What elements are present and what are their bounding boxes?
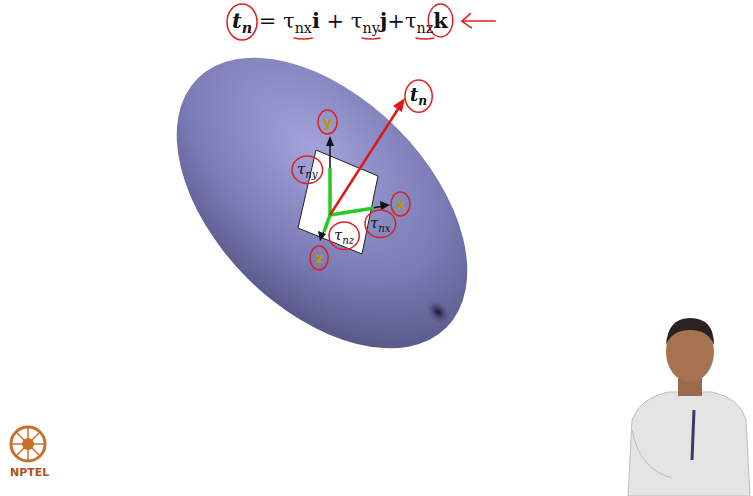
y-axis — [329, 142, 331, 215]
pen-circle — [391, 192, 410, 216]
subscript: n — [242, 20, 252, 36]
subscript: nx — [378, 223, 390, 234]
axis-label: y — [323, 114, 332, 131]
pen-underline — [416, 38, 435, 39]
pen-circle — [318, 110, 337, 134]
pen-underline — [294, 38, 313, 39]
tau-ny-vector — [328, 168, 332, 215]
component-label: τnz — [334, 226, 354, 244]
lecturer — [628, 300, 750, 496]
symbol: k — [433, 8, 448, 33]
symbol: NPTEL — [10, 466, 49, 479]
symbol: + τ — [320, 9, 363, 33]
symbol: τ — [370, 214, 378, 232]
pen-circle — [405, 80, 432, 112]
symbol: = τ — [252, 9, 295, 33]
symbol: j — [380, 8, 388, 33]
symbol: z — [315, 250, 323, 266]
traction-vector — [330, 106, 400, 215]
z-axis-head — [318, 231, 326, 241]
subscript: ny — [362, 20, 379, 36]
traction-vector-head — [393, 98, 405, 112]
subscript: n — [418, 94, 427, 108]
symbol: i — [312, 8, 320, 33]
nptel-logo — [11, 427, 45, 461]
subscript: nz — [342, 235, 354, 246]
y-axis-head — [326, 136, 334, 146]
pen-circle — [310, 246, 328, 270]
ellipsoid-tip — [421, 295, 455, 329]
axis-label: x — [396, 196, 405, 213]
symbol: t — [410, 84, 418, 105]
logo-text: NPTEL — [10, 466, 49, 479]
component-label: τny — [297, 160, 318, 178]
vector-label: tn — [410, 84, 427, 106]
tau-nz-vector — [324, 215, 330, 232]
axis-label: z — [315, 250, 323, 267]
symbol: +τ — [387, 9, 416, 33]
x-axis-head — [380, 201, 390, 210]
pen-arrow — [462, 13, 496, 28]
pen-circle — [365, 210, 396, 238]
traction-equation: tn = τnxi + τnyj+τnzk — [232, 8, 448, 34]
tau-nx-vector — [330, 208, 374, 215]
ellipsoid — [123, 4, 522, 403]
subscript: nz — [417, 20, 434, 36]
pen-underline — [361, 38, 380, 39]
pen-circle — [329, 222, 359, 250]
symbol: τ — [334, 226, 342, 244]
subscript: ny — [305, 169, 317, 180]
symbol: τ — [297, 160, 305, 178]
component-label: τnx — [370, 214, 391, 232]
pen-circle — [292, 156, 323, 184]
subscript: nx — [295, 20, 312, 36]
symbol: t — [232, 8, 242, 33]
symbol: x — [396, 196, 405, 212]
symbol: y — [323, 114, 332, 130]
